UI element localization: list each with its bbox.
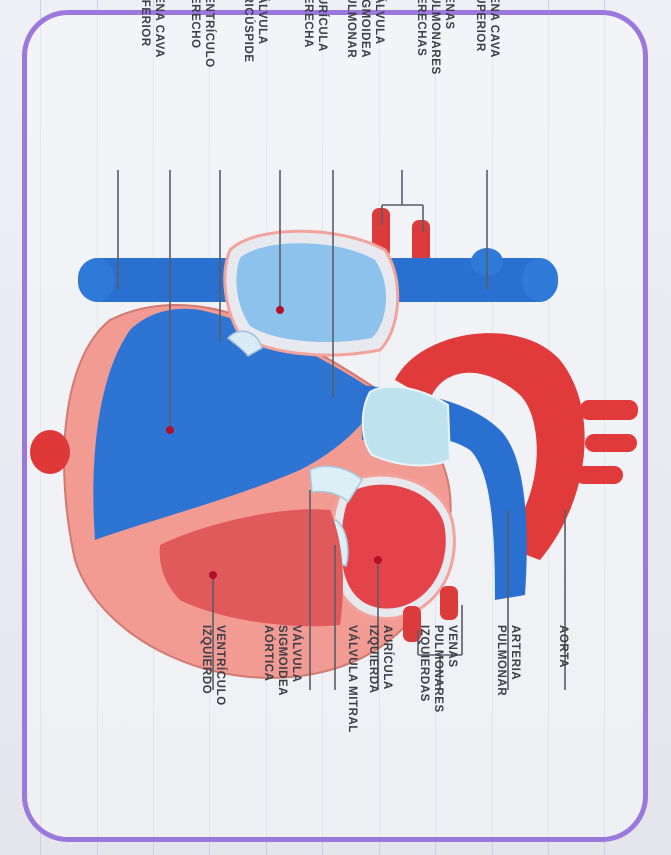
dot-left-atrium	[374, 556, 382, 564]
pulmonary-vein-left-upper	[440, 586, 458, 620]
label-line: AÓRTICA	[261, 625, 275, 682]
label-venas-pulmonares-izquierdas: VENAS PULMONARES IZQUIERDAS	[408, 625, 468, 855]
label-line: PULMONARES	[431, 625, 445, 713]
label-line: SIGMOIDEA	[358, 0, 372, 58]
label-line: SUPERIOR	[473, 0, 487, 52]
label-line: AORTA	[556, 625, 570, 668]
label-valvula-tricuspide: VÁLVULA TRICÚSPIDE	[225, 0, 285, 247]
aorta-branch-3	[575, 466, 623, 484]
label-line: INFERIOR	[138, 0, 152, 47]
label-venas-pulmonares-derechas: VENAS PULMONARES DERECHAS	[405, 0, 465, 247]
dot-right-atrium	[276, 306, 284, 314]
label-line: PULMONARES	[428, 0, 442, 75]
heart-apex-vessel	[30, 430, 70, 474]
label-line: VENA CAVA	[152, 0, 166, 58]
dot-right-ventricle	[166, 426, 174, 434]
label-line: DERECHO	[188, 0, 202, 49]
right-atrium	[236, 243, 386, 342]
label-line: VENA CAVA	[487, 0, 501, 58]
label-line: AURÍCULA	[380, 625, 394, 690]
label-ventriculo-izquierdo: VENTRÍCULO IZQUIERDO	[183, 625, 243, 855]
label-line: TRICÚSPIDE	[241, 0, 255, 63]
label-line: IZQUIERDO	[199, 625, 213, 694]
label-line: VENTRÍCULO	[213, 625, 227, 706]
label-line: VENAS	[442, 0, 456, 30]
label-line: VÁLVULA	[255, 0, 269, 45]
label-line: ARTERIA	[508, 625, 522, 680]
label-line: VENAS	[445, 625, 459, 668]
dot-left-ventricle	[209, 571, 217, 579]
label-line: VENTRÍCULO	[202, 0, 216, 68]
label-line: VÁLVULA MITRAL	[345, 625, 359, 733]
pulmonary-valve	[363, 387, 450, 466]
label-arteria-pulmonar: ARTERIA PULMONAR	[478, 625, 538, 855]
label-vena-cava-inferior: VENA CAVA INFERIOR	[122, 0, 182, 247]
label-valvula-mitral: VÁLVULA MITRAL	[322, 625, 382, 855]
label-line: IZQUIERDAS	[417, 625, 431, 702]
label-line: PULMONAR	[494, 625, 508, 696]
label-line: SIGMOIDEA	[275, 625, 289, 696]
label-valvula-sigmoidea-aortica: VÁLVULA SIGMOIDEA AÓRTICA	[252, 625, 312, 855]
label-vena-cava-superior: VENA CAVA SUPERIOR	[457, 0, 517, 247]
aorta-branch-2	[585, 434, 637, 452]
label-line: VÁLVULA	[372, 0, 386, 45]
label-line: DERECHAS	[414, 0, 428, 56]
label-auricula-derecha: AURÍCULA DERECHA	[285, 0, 345, 247]
label-line: DERECHA	[301, 0, 315, 48]
vena-cava-inferior-end	[79, 258, 115, 302]
vena-cava-superior-end	[522, 258, 558, 302]
label-line: PULMONAR	[344, 0, 358, 58]
label-line: AURÍCULA	[315, 0, 329, 52]
label-aorta: AORTA	[533, 625, 593, 855]
aorta-branch-1	[580, 400, 638, 420]
label-line: VÁLVULA	[289, 625, 303, 683]
